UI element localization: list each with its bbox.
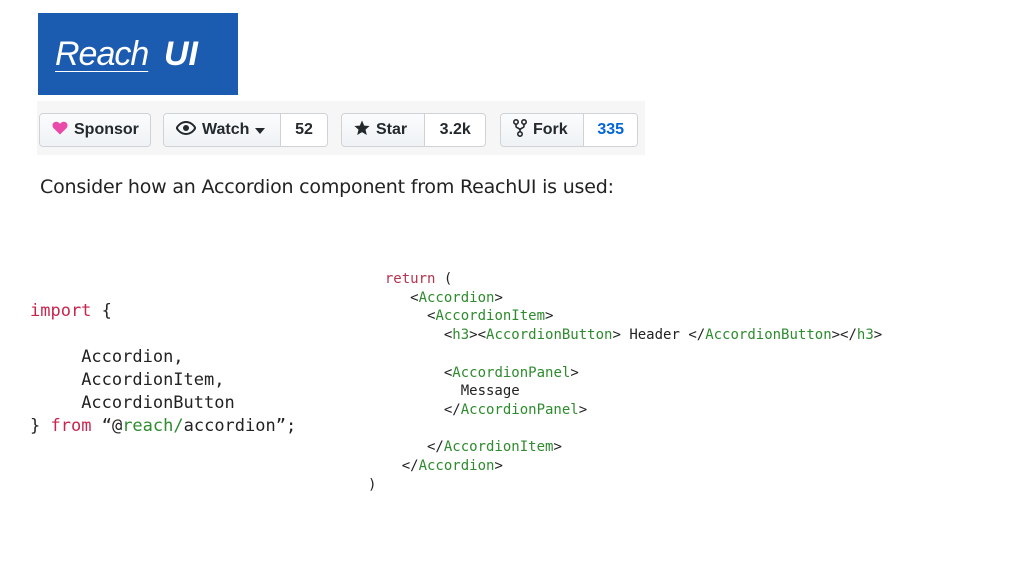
- logo-ui-text: UI: [164, 35, 198, 73]
- fork-button[interactable]: Fork 335: [500, 113, 638, 147]
- tag-accordion-panel-close: AccordionPanel: [460, 401, 579, 418]
- import-code-block: import { Accordion, AccordionItem, Accor…: [30, 300, 296, 438]
- star-button[interactable]: Star 3.2k: [341, 113, 486, 147]
- tag-accordion: Accordion: [418, 289, 495, 306]
- from-keyword: from: [50, 416, 92, 436]
- tag-accordion-item: AccordionItem: [435, 308, 546, 325]
- header-text: Header: [620, 327, 689, 344]
- tag-accordion-panel: AccordionPanel: [452, 364, 571, 381]
- reach-ui-logo: Reach UI: [38, 13, 238, 95]
- tag-h3: h3: [452, 327, 470, 344]
- watch-label: Watch: [202, 121, 250, 138]
- import-open-brace: {: [91, 301, 112, 321]
- logo-reach-text: Reach: [55, 35, 149, 73]
- github-buttons-strip: Sponsor Watch 52 Star 3.2k Fork: [37, 101, 645, 155]
- import-item: Accordion,: [81, 347, 184, 367]
- module-rest: accordion”;: [183, 416, 297, 436]
- message-text: Message: [460, 383, 520, 400]
- heart-icon: [52, 121, 68, 140]
- import-item: AccordionItem,: [81, 370, 225, 390]
- import-item: AccordionButton: [81, 393, 235, 413]
- return-keyword: return: [384, 271, 436, 287]
- tag-accordion-button: AccordionButton: [486, 327, 613, 344]
- slide-caption: Consider how an Accordion component from…: [40, 176, 614, 198]
- eye-icon: [175, 120, 197, 140]
- import-close-brace: }: [30, 416, 41, 436]
- star-count[interactable]: 3.2k: [424, 114, 485, 146]
- watch-button[interactable]: Watch 52: [163, 113, 328, 147]
- fork-count[interactable]: 335: [583, 114, 637, 146]
- sponsor-button[interactable]: Sponsor: [39, 113, 151, 147]
- import-keyword: import: [30, 301, 92, 321]
- star-icon: [354, 120, 370, 141]
- star-label: Star: [376, 121, 408, 138]
- jsx-code-block: return ( <Accordion> <AccordionItem> <h3…: [368, 271, 883, 493]
- return-paren-close: ): [368, 476, 377, 493]
- module-quote-open: “@: [101, 416, 123, 436]
- return-paren-open: (: [435, 271, 453, 287]
- fork-icon: [512, 118, 528, 142]
- module-scope: reach/: [122, 416, 184, 436]
- tag-accordion-close: Accordion: [418, 458, 495, 475]
- tag-accordion-button-close: AccordionButton: [705, 327, 832, 344]
- watch-count[interactable]: 52: [279, 114, 327, 146]
- chevron-down-icon: [255, 121, 266, 139]
- sponsor-label: Sponsor: [74, 121, 139, 138]
- tag-accordion-item-close: AccordionItem: [443, 439, 554, 456]
- tag-h3-close: h3: [856, 327, 874, 344]
- fork-label: Fork: [533, 121, 568, 138]
